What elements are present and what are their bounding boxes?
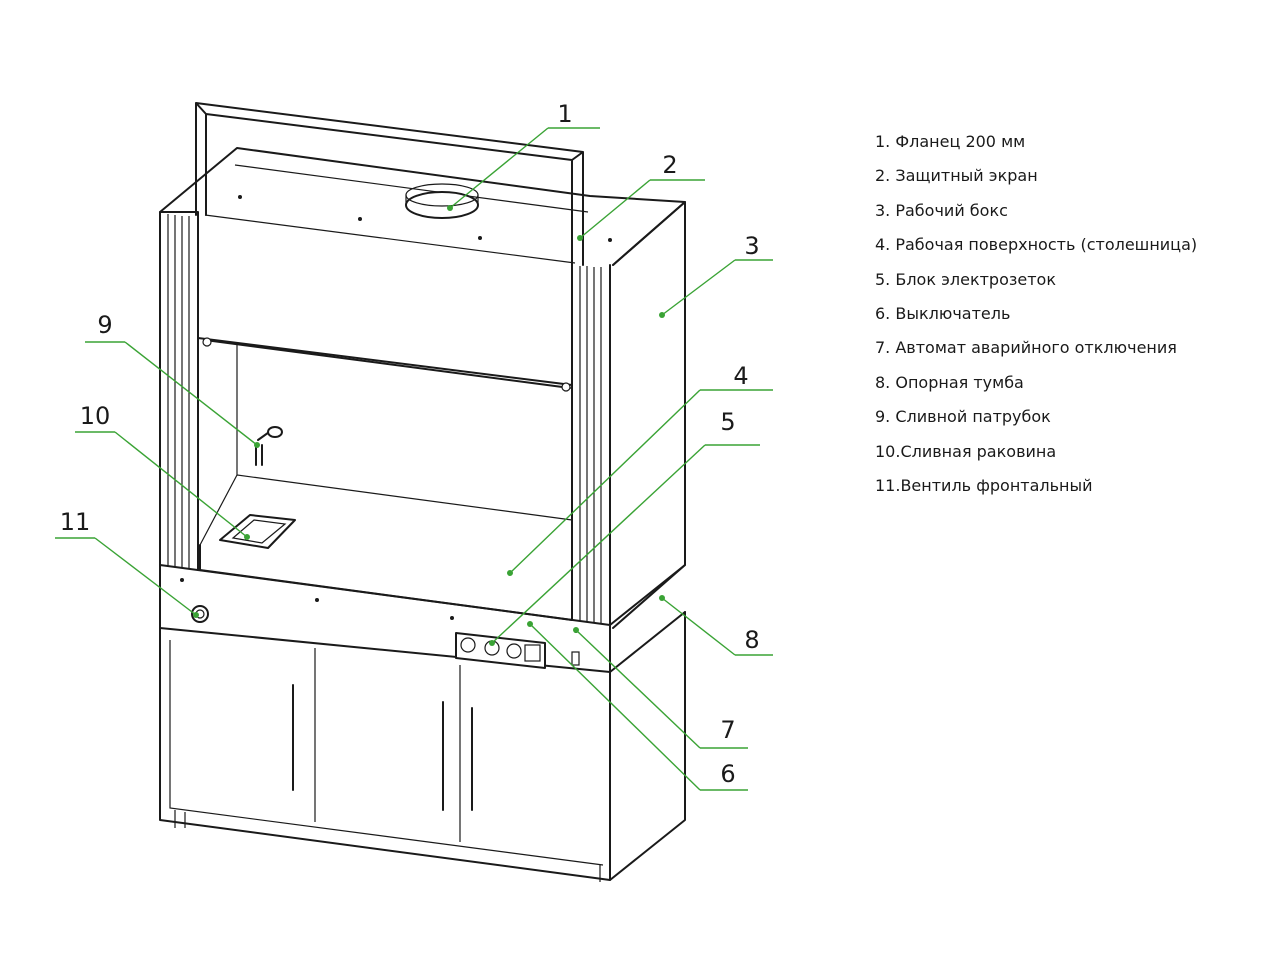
callout-4: 4 xyxy=(507,362,773,576)
legend-item-5: 5. Блок электрозеток xyxy=(875,269,1056,289)
callout-number-8: 8 xyxy=(744,626,759,654)
callout-leader-4 xyxy=(509,389,701,574)
legend-item-7: 7. Автомат аварийного отключения xyxy=(875,338,1177,358)
callout-leader-6 xyxy=(529,623,701,791)
callout-7: 7 xyxy=(573,627,748,749)
callout-dot-4 xyxy=(507,570,513,576)
flange xyxy=(405,183,479,219)
callout-leader-11 xyxy=(94,537,197,616)
callout-leader-5 xyxy=(491,444,706,644)
legend-item-2: 2. Защитный экран xyxy=(875,166,1038,186)
callout-number-2: 2 xyxy=(662,151,677,179)
callout-dot-2 xyxy=(577,235,583,241)
sink xyxy=(219,514,296,549)
cabinet-base xyxy=(159,611,686,882)
legend: 1. Фланец 200 мм 2. Защитный экран 3. Ра… xyxy=(875,130,1197,508)
legend-item-10: 10.Сливная раковина xyxy=(875,441,1057,461)
callout-6: 6 xyxy=(527,621,748,791)
callout-8: 8 xyxy=(659,595,773,656)
left-column xyxy=(159,211,199,571)
callout-dot-6 xyxy=(527,621,533,627)
side-panel xyxy=(612,201,686,629)
callout-number-7: 7 xyxy=(720,716,735,744)
drain-spout xyxy=(255,426,283,466)
callout-leader-8 xyxy=(661,597,736,656)
callout-dot-1 xyxy=(447,205,453,211)
protective-screen xyxy=(197,214,573,392)
callout-10: 10 xyxy=(75,402,250,540)
callout-dot-7 xyxy=(573,627,579,633)
callout-leader-2 xyxy=(579,179,651,239)
callout-dot-11 xyxy=(193,612,199,618)
callout-number-5: 5 xyxy=(720,408,735,436)
legend-item-8: 8. Опорная тумба xyxy=(875,372,1024,392)
callout-dot-9 xyxy=(254,442,260,448)
callout-leader-7 xyxy=(575,629,701,749)
callout-11: 11 xyxy=(55,508,199,618)
callout-dot-10 xyxy=(244,534,250,540)
callout-number-10: 10 xyxy=(80,402,111,430)
callout-5: 5 xyxy=(489,408,760,646)
callout-number-6: 6 xyxy=(720,760,735,788)
callout-number-4: 4 xyxy=(733,362,748,390)
legend-item-9: 9. Сливной патрубок xyxy=(875,407,1051,427)
callout-number-9: 9 xyxy=(97,311,112,339)
callout-2: 2 xyxy=(577,151,705,241)
socket-block xyxy=(455,632,580,669)
legend-item-3: 3. Рабочий бокс xyxy=(875,200,1008,220)
callout-leader-3 xyxy=(661,259,736,316)
sash-frame xyxy=(195,102,584,266)
callout-number-1: 1 xyxy=(557,100,572,128)
legend-item-11: 11.Вентиль фронтальный xyxy=(875,475,1093,495)
worktop-edge xyxy=(159,564,686,673)
callout-9: 9 xyxy=(85,311,260,448)
callout-number-3: 3 xyxy=(744,232,759,260)
callout-3: 3 xyxy=(659,232,773,318)
callout-1: 1 xyxy=(447,100,600,211)
legend-item-1: 1. Фланец 200 мм xyxy=(875,132,1026,151)
callout-leader-10 xyxy=(114,431,248,538)
callout-leader-1 xyxy=(449,127,549,209)
right-column xyxy=(571,264,611,626)
legend-item-6: 6. Выключатель xyxy=(875,303,1011,323)
callout-layer: 1 2 3 4 5 6 7 8 9 10 11 xyxy=(55,100,773,791)
callout-leader-9 xyxy=(124,341,258,446)
callout-dot-3 xyxy=(659,312,665,318)
fume-hood-drawing xyxy=(159,102,686,882)
callout-dot-8 xyxy=(659,595,665,601)
callout-dot-5 xyxy=(489,640,495,646)
callout-number-11: 11 xyxy=(60,508,91,536)
legend-item-4: 4. Рабочая поверхность (столешница) xyxy=(875,235,1198,255)
